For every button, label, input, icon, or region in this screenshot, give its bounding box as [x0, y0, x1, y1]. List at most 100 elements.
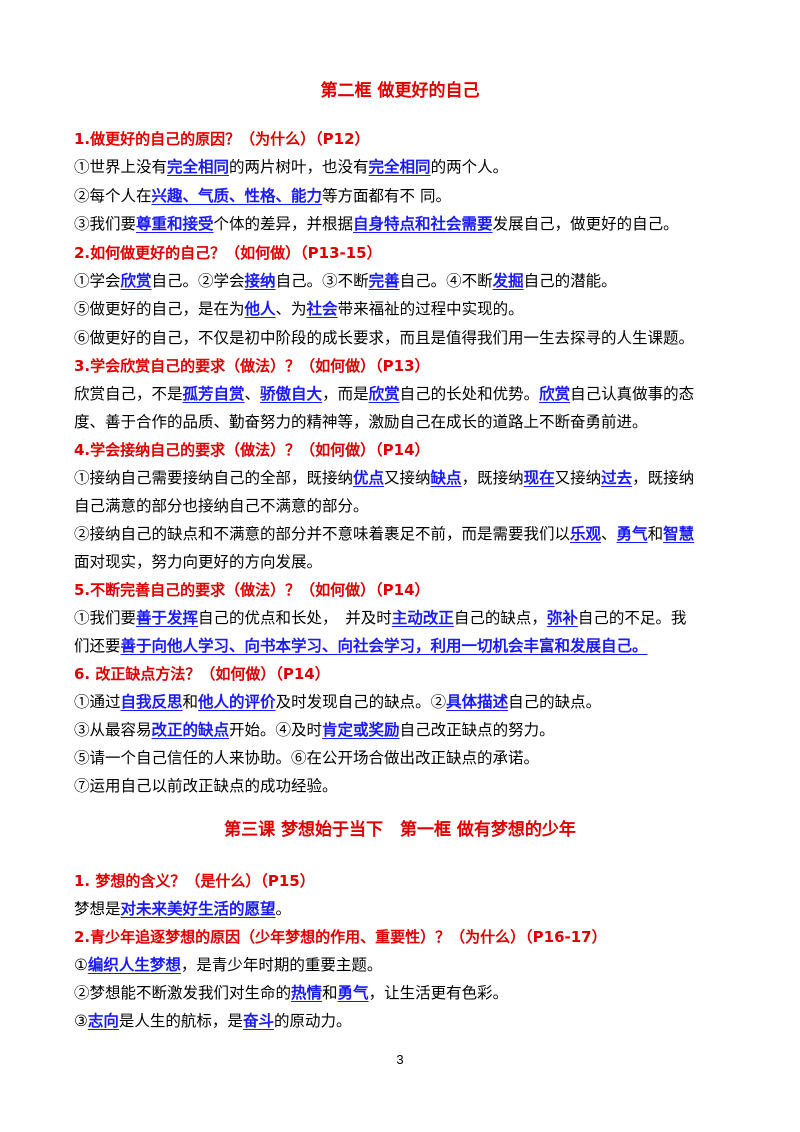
text-segment: 自己的缺点。 [508, 693, 602, 711]
text-segment: 自己。③不断 [275, 272, 369, 290]
content-line: ③我们要尊重和接受个体的差异，并根据自身特点和社会需要发展自己，做更好的自己。 [74, 213, 734, 235]
keyword-highlight: 自我反思 [120, 692, 183, 711]
text-segment: 和 [182, 693, 199, 711]
content-line: ①世界上没有完全相同的两片树叶，也没有完全相同的两个人。 [74, 156, 734, 178]
text-segment: 自己的潜能。 [523, 272, 617, 290]
keyword-highlight: 欣赏 [539, 384, 571, 403]
text-segment: 、 [601, 525, 617, 543]
content-line: ③志向是人生的航标，是奋斗的原动力。 [74, 1010, 734, 1032]
text-segment: 2.青少年追逐梦想的原因（少年梦想的作用、重要性）？（为什么）（P16-17） [74, 928, 607, 946]
keyword-highlight: 善于向他人学习、向书本学习、向社会学习，利用一切机会丰富和发展自己。 [120, 636, 648, 655]
text-segment: 、 [244, 385, 261, 403]
content-line: 欣赏自己，不是孤芳自赏、骄傲自大，而是欣赏自己的长处和优势。欣赏自己认真做事的态 [74, 383, 734, 405]
keyword-highlight: 社会 [306, 299, 338, 318]
question-heading: 1. 梦想的含义？（是什么）（P15） [74, 870, 734, 892]
text-segment: ①接纳自己需要接纳自己的全部，既接纳 [74, 469, 354, 487]
keyword-highlight: 欣赏 [368, 384, 400, 403]
keyword-highlight: 骄傲自大 [260, 384, 323, 403]
text-segment: ，而是 [322, 385, 369, 403]
text-segment: ③从最容易 [74, 721, 152, 739]
keyword-highlight: 勇气 [337, 983, 369, 1002]
keyword-highlight: 智慧 [663, 524, 695, 543]
question-heading: 5.不断完善自己的要求（做法）？（如何做）（P14） [74, 579, 734, 601]
text-segment: ，让生活更有色彩。 [368, 984, 509, 1002]
text-segment: ，是青少年时期的重要主题。 [180, 956, 383, 974]
text-segment: ①我们要 [74, 609, 137, 627]
text-segment: 自己认真做事的态 [570, 385, 695, 403]
text-segment: 面对现实，努力向更好的方向发展。 [74, 553, 323, 571]
keyword-highlight: 善于发挥 [136, 608, 199, 627]
keyword-highlight: 他人 [244, 299, 276, 318]
question-heading: 1.做更好的自己的原因？（为什么）（P12） [74, 128, 734, 150]
content-line: 自己满意的部分也接纳自己不满意的部分。 [74, 495, 734, 517]
keyword-highlight: 尊重和接受 [136, 214, 214, 233]
keyword-highlight: 编织人生梦想 [87, 955, 181, 974]
content-line: 面对现实，努力向更好的方向发展。 [74, 551, 734, 573]
keyword-highlight: 他人的评价 [198, 692, 276, 711]
text-segment: 6. 改正缺点方法？（如何做）（P14） [74, 665, 330, 683]
text-segment: ① [74, 956, 88, 974]
keyword-highlight: 发掘 [492, 271, 524, 290]
text-segment: ①通过 [74, 693, 121, 711]
text-segment: ⑤做更好的自己，是在为 [74, 300, 245, 318]
section-title: 第二框 做更好的自己 [320, 81, 480, 101]
text-segment: 及时发现自己的缺点。② [275, 693, 447, 711]
text-segment: ，既接纳 [632, 469, 695, 487]
text-segment: 自己。②学会 [151, 272, 245, 290]
keyword-highlight: 热情 [291, 983, 323, 1002]
keyword-highlight: 欣赏 [120, 271, 152, 290]
text-segment: 4.学会接纳自己的要求（做法）？（如何做）（P14） [74, 441, 430, 459]
text-segment: 的原动力。 [273, 1012, 352, 1030]
text-segment: 5.不断完善自己的要求（做法）？（如何做）（P14） [74, 581, 430, 599]
content-line: ⑥做更好的自己，不仅是初中阶段的成长要求，而且是值得我们用一生去探寻的人生课题。 [74, 327, 734, 349]
content-line: ①我们要善于发挥自己的优点和长处， 并及时主动改正自己的缺点，弥补自己的不足。我 [74, 607, 734, 629]
keyword-highlight: 完全相同 [368, 157, 431, 176]
text-segment: 2.如何做更好的自己？（如何做）（P13-15） [74, 244, 382, 262]
keyword-highlight: 现在 [523, 468, 555, 487]
text-segment: 自己的长处和优势。 [399, 385, 540, 403]
question-heading: 2.如何做更好的自己？（如何做）（P13-15） [74, 242, 734, 264]
text-segment: 又接纳 [384, 469, 431, 487]
question-heading: 3.学会欣赏自己的要求（做法）？（如何做）（P13） [74, 355, 734, 377]
text-segment: 。 [275, 900, 292, 918]
text-segment: ⑥做更好的自己，不仅是初中阶段的成长要求，而且是值得我们用一生去探寻的人生课题。 [74, 329, 695, 347]
content-line: ③从最容易改正的缺点开始。④及时肯定或奖励自己改正缺点的努力。 [74, 719, 734, 741]
text-segment: 梦想是 [74, 900, 121, 918]
text-segment: 度、善于合作的品质、勤奋努力的精神等，激励自己在成长的道路上不断奋勇前进。 [74, 413, 648, 431]
text-segment: 等方面都有不 同。 [322, 187, 451, 205]
question-heading: 6. 改正缺点方法？（如何做）（P14） [74, 663, 734, 685]
text-segment: 又接纳 [554, 469, 602, 487]
content-line: ⑦运用自己以前改正缺点的成功经验。 [74, 775, 734, 797]
keyword-highlight: 勇气 [616, 524, 648, 543]
text-segment: ③我们要 [74, 215, 137, 233]
keyword-highlight: 乐观 [570, 524, 602, 543]
text-segment: ③ [74, 1012, 88, 1030]
question-heading: 4.学会接纳自己的要求（做法）？（如何做）（P14） [74, 439, 734, 461]
text-segment: 自己的缺点， [453, 609, 547, 627]
text-segment: 自己改正缺点的努力。 [399, 721, 555, 739]
keyword-highlight: 自身特点和社会需要 [353, 214, 493, 233]
text-segment: ⑤请一个自己信任的人来协助。⑥在公开场合做出改正缺点的承诺。 [74, 749, 540, 767]
keyword-highlight: 缺点 [430, 468, 462, 487]
text-segment: ②梦想能不断激发我们对生命的 [74, 984, 292, 1002]
text-segment: 发展自己，做更好的自己。 [492, 215, 679, 233]
text-segment: ，既接纳 [461, 469, 524, 487]
text-segment: 们还要 [74, 637, 121, 655]
text-segment: 是人生的航标，是 [118, 1012, 243, 1030]
lesson-title: 第三课 梦想始于当下 第一框 做有梦想的少年 [224, 820, 576, 840]
content-line: ①学会欣赏自己。②学会接纳自己。③不断完善自己。④不断发掘自己的潜能。 [74, 270, 734, 292]
content-line: ②接纳自己的缺点和不满意的部分并不意味着裹足不前，而是需要我们以乐观、勇气和智慧 [74, 523, 734, 545]
text-segment: 1. 梦想的含义？（是什么）（P15） [74, 872, 315, 890]
content-line: ①编织人生梦想，是青少年时期的重要主题。 [74, 954, 734, 976]
keyword-highlight: 兴趣、气质、性格、能力 [151, 186, 323, 205]
content-line: ⑤做更好的自己，是在为他人、为社会带来福祉的过程中实现的。 [74, 298, 734, 320]
content-line: ⑤请一个自己信任的人来协助。⑥在公开场合做出改正缺点的承诺。 [74, 747, 734, 769]
text-segment: 开始。④及时 [229, 721, 323, 739]
content-line: ①通过自我反思和他人的评价及时发现自己的缺点。②具体描述自己的缺点。 [74, 691, 734, 713]
keyword-highlight: 主动改正 [391, 608, 454, 627]
keyword-highlight: 具体描述 [446, 692, 509, 711]
text-segment: ⑦运用自己以前改正缺点的成功经验。 [74, 777, 338, 795]
content-line: 们还要善于向他人学习、向书本学习、向社会学习，利用一切机会丰富和发展自己。 [74, 635, 734, 657]
keyword-highlight: 接纳 [244, 271, 276, 290]
keyword-highlight: 志向 [87, 1011, 119, 1030]
